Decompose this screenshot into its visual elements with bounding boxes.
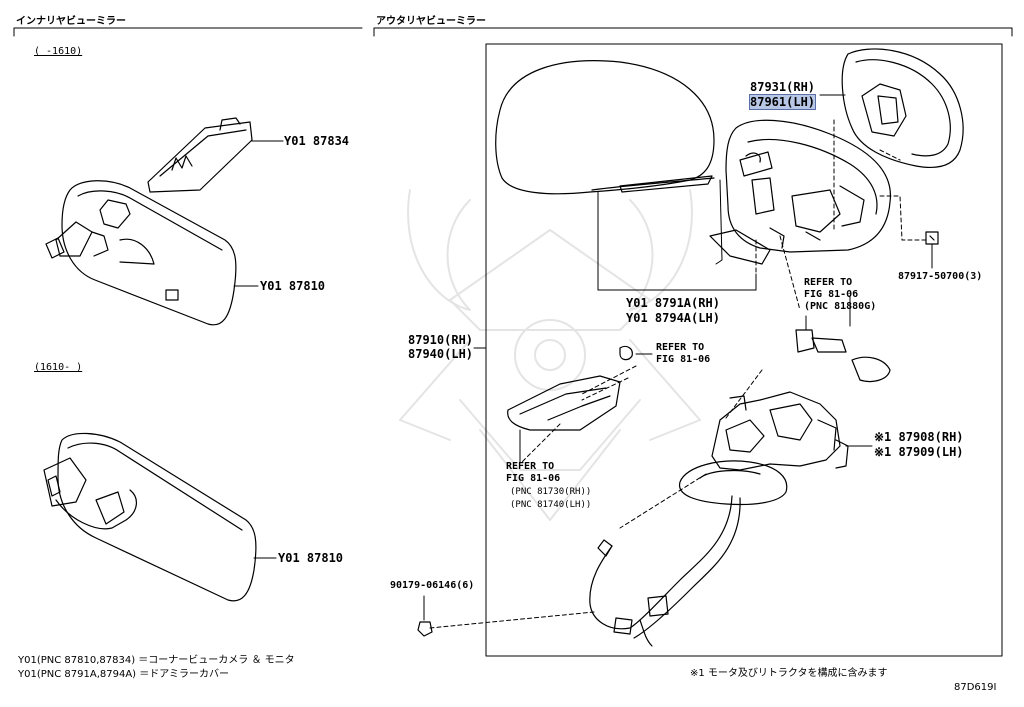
bulb-socket-drawing xyxy=(795,315,891,383)
mirror-cover-drawing xyxy=(495,60,757,291)
refer-81880-line3: (PNC 81880G) xyxy=(804,301,877,312)
figure-id: 87D619I xyxy=(954,682,997,693)
outer-mirror-section-title: アウタリヤビューミラー xyxy=(376,16,486,27)
mirror-glass-drawing xyxy=(819,48,964,169)
part-label-8794A[interactable]: Y01 8794A(LH) xyxy=(626,311,720,325)
inner-mirror-section-title: インナリヤビューミラー xyxy=(16,16,126,27)
refer-81880-line2[interactable]: FIG 81-06 xyxy=(804,289,859,300)
part-label-87910[interactable]: 87910(RH) xyxy=(408,333,474,347)
part-label-87834[interactable]: Y01 87834 xyxy=(284,134,350,148)
wire-harness-drawing xyxy=(589,495,741,647)
footnote-mirror-cover: Y01(PNC 8791A,8794A) ＝ドアミラーカバー xyxy=(18,669,230,680)
part-label-87940[interactable]: 87940(LH) xyxy=(408,347,474,361)
turn-lamp-drawing xyxy=(507,345,653,463)
mirror-87810-top-drawing xyxy=(45,180,259,326)
mirror-housing-drawing xyxy=(709,119,892,265)
bracket-87834-drawing xyxy=(147,117,284,193)
part-label-87909[interactable]: ※1 87909(LH) xyxy=(874,445,964,459)
part-label-90179[interactable]: 90179-06146(6) xyxy=(390,580,475,591)
refer-81730-line3: (PNC 81730(RH)) xyxy=(510,487,592,497)
footnote-motor-retractor: ※1 モータ及びリトラクタを構成に含みます xyxy=(690,668,888,679)
refer-81880-line1: REFER TO xyxy=(804,277,853,288)
part-label-87917[interactable]: 87917-50700(3) xyxy=(898,271,983,282)
section-brackets xyxy=(13,27,1013,37)
leader-lines xyxy=(473,295,851,349)
outer-frame xyxy=(485,43,1003,657)
watermark-logo xyxy=(399,189,701,521)
refer-81730-line1: REFER TO xyxy=(506,461,555,472)
refer-top-line1: REFER TO xyxy=(656,342,705,353)
part-label-87810-bottom[interactable]: Y01 87810 xyxy=(278,551,344,565)
mirror-87810-bottom-drawing xyxy=(43,432,277,602)
part-label-87961[interactable]: 87961(LH) xyxy=(748,94,817,110)
part-label-87931[interactable]: 87931(RH) xyxy=(750,80,816,94)
refer-top-line2[interactable]: FIG 81-06 xyxy=(656,354,711,365)
refer-81730-line2[interactable]: FIG 81-06 xyxy=(506,473,561,484)
clip-90179-drawing xyxy=(417,595,433,637)
footnote-camera-monitor: Y01(PNC 87810,87834) ＝コーナービューカメラ ＆ モニタ xyxy=(18,655,295,666)
retractor-drawing xyxy=(679,391,873,506)
part-label-8791A[interactable]: Y01 8791A(RH) xyxy=(626,296,720,310)
part-label-87908[interactable]: ※1 87908(RH) xyxy=(874,430,964,444)
screw-87917-drawing xyxy=(925,231,939,269)
refer-81730-line4: (PNC 81740(LH)) xyxy=(510,500,592,510)
range-before-1610: ( -1610) xyxy=(34,46,83,57)
part-label-87810-top[interactable]: Y01 87810 xyxy=(260,279,326,293)
range-after-1610: (1610- ) xyxy=(34,362,83,373)
assembly-dashed-lines xyxy=(429,119,929,629)
